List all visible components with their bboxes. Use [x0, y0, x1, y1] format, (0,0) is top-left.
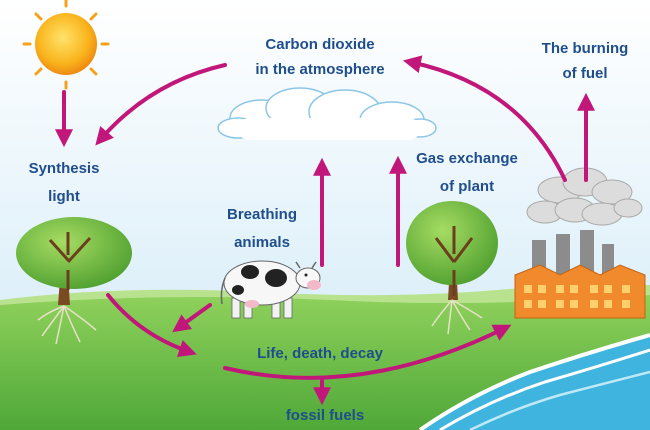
- arrow-burning-to-atmosphere: [402, 55, 567, 182]
- label-life-death-decay: Life, death, decay: [257, 345, 383, 362]
- label-carbon-dioxide-line1: Carbon dioxide: [265, 36, 375, 53]
- label-burning-fuel-line2: of fuel: [562, 65, 608, 82]
- label-breathing-animals-line2: animals: [234, 234, 290, 251]
- factory-icon: [514, 167, 646, 319]
- label-burning-fuel-line1: The burning: [541, 40, 629, 57]
- arrow-cow-to-decay: [172, 303, 212, 333]
- arrow-tree-to-decay: [106, 293, 197, 358]
- tree-icon: [406, 201, 498, 335]
- label-fossil-fuels: fossil fuels: [285, 407, 365, 424]
- label-breathing-animals: Breathing animals: [212, 206, 312, 252]
- sun-icon: [22, 0, 110, 90]
- arrow-atmosphere-to-synthesis: [95, 63, 227, 146]
- tree-icon: [16, 217, 132, 345]
- arrow-decay-to-factory: [223, 324, 512, 380]
- cow-icon: [220, 260, 321, 319]
- label-burning-fuel: The burning of fuel: [530, 40, 640, 83]
- label-synthesis: Synthesis light: [14, 160, 114, 206]
- label-gas-exchange: Gas exchange of plant: [404, 150, 530, 196]
- label-carbon-dioxide: Carbon dioxide in the atmosphere: [230, 36, 410, 79]
- label-synthesis-line1: Synthesis: [28, 160, 100, 177]
- label-carbon-dioxide-line2: in the atmosphere: [255, 61, 385, 78]
- label-breathing-animals-line1: Breathing: [226, 206, 297, 223]
- label-gas-exchange-line2: of plant: [439, 178, 495, 195]
- water-icon: [418, 333, 650, 430]
- label-gas-exchange-line1: Gas exchange: [416, 150, 518, 167]
- label-synthesis-line2: light: [48, 188, 80, 205]
- cloud-icon: [217, 87, 437, 140]
